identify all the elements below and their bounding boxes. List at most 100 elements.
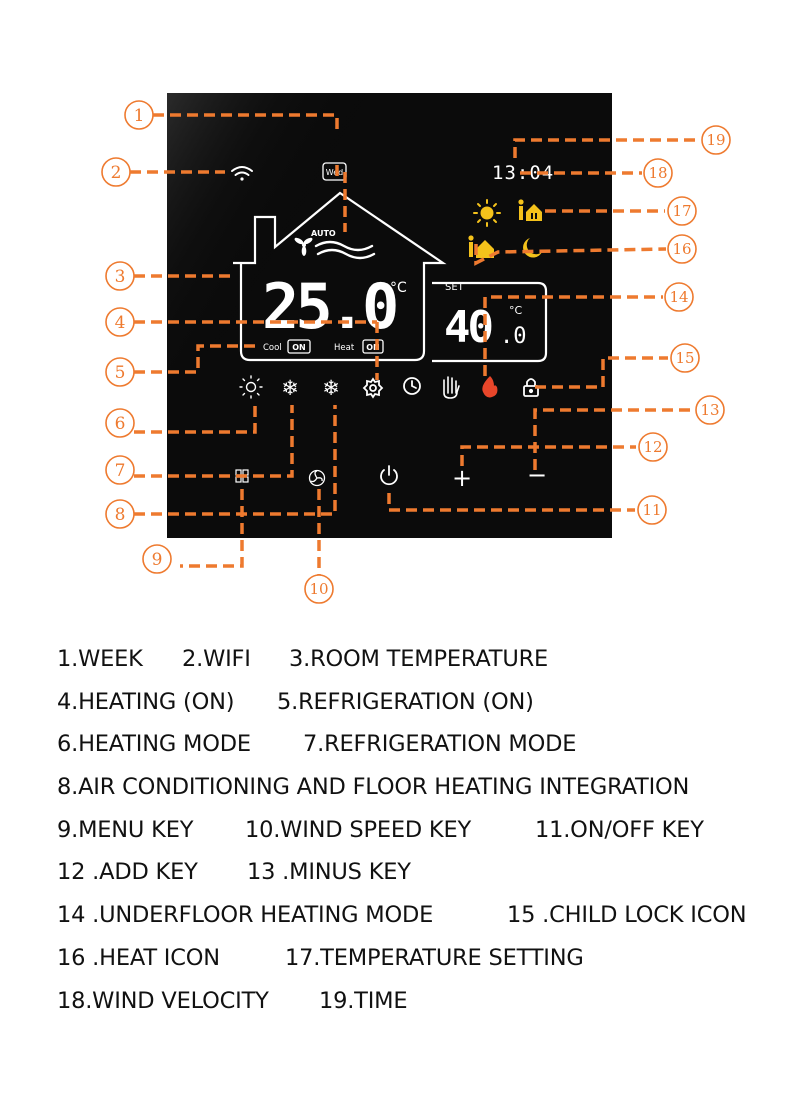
callout-15: 15 [670,343,700,373]
svg-text:4: 4 [115,313,126,333]
legend-row-8: 16 .HEAT ICON 17.TEMPERATURE SETTING [57,937,787,980]
mode-label: AUTO [311,229,336,238]
room-temp-unit: °C [390,280,407,296]
svg-text:6: 6 [115,414,126,434]
legend-item: 16 .HEAT ICON [57,944,220,971]
svg-text:18: 18 [648,164,667,182]
legend-item: 8.AIR CONDITIONING AND FLOOR HEATING INT… [57,774,690,801]
legend-item: 13 .MINUS KEY [247,859,411,886]
house-outline [233,191,447,362]
legend-item: 14 .UNDERFLOOR HEATING MODE [57,902,434,929]
hand-icon[interactable] [443,376,460,399]
callout-19: 19 [701,125,731,155]
clock-icon[interactable] [403,377,421,395]
svg-text:15: 15 [675,349,694,367]
legend-item: 17.TEMPERATURE SETTING [285,944,584,971]
callout-7: 7 [105,455,135,485]
svg-text:1: 1 [134,106,145,126]
legend-row-6: 12 .ADD KEY 13 .MINUS KEY [57,851,787,894]
sun-icon [473,199,501,227]
snowflake-icon[interactable]: ❄ [281,376,299,400]
legend-row-7: 14 .UNDERFLOOR HEATING MODE 15 .CHILD LOC… [57,894,787,937]
leader-lines [130,113,700,575]
legend-item: 12 .ADD KEY [57,859,198,886]
set-label: SET [445,282,465,293]
callout-3: 3 [105,261,135,291]
legend-item: 4.HEATING (ON) [57,688,235,715]
callout-17: 17 [667,196,697,226]
thermostat-diagram: Wed 13:04 AUTO 25.0 °C Cool ON Heat ON S… [101,93,731,604]
svg-text:16: 16 [672,240,691,258]
legend-item: 10.WIND SPEED KEY [245,816,472,843]
callout-5: 5 [105,357,135,387]
person-out-icon [468,235,494,258]
svg-text:7: 7 [115,461,126,481]
cool-state: ON [292,343,306,352]
callout-18: 18 [643,158,673,188]
callout-markers: 1 2 3 4 5 6 7 8 9 10 11 12 13 14 15 16 1… [101,100,731,604]
heat-label: Heat [334,343,355,353]
svg-text:8: 8 [115,505,126,525]
wind-speed-key[interactable] [308,469,326,487]
legend-item: 1.WEEK [57,646,143,672]
lock-icon[interactable] [523,378,539,397]
wind-velocity-icon [314,240,376,260]
snowflake-icon-alt[interactable]: ❄ [322,376,340,400]
add-key[interactable]: + [452,464,472,492]
set-temperature: 40 [444,302,491,353]
legend-item: 11.ON/OFF KEY [535,816,704,843]
fan-speed-icon [294,237,313,256]
legend-row-1: 1.WEEK 2.WIFI 3.ROOM TEMPERATURE [57,638,787,681]
wifi-icon [231,166,253,181]
callout-16: 16 [667,234,697,264]
legend-item: 9.MENU KEY [57,816,194,843]
callout-12: 12 [638,432,668,462]
minus-key[interactable]: − [527,461,547,489]
legend-row-9: 18.WIND VELOCITY 19.TIME [57,980,787,1023]
gear-icon[interactable] [362,377,384,399]
svg-text:14: 14 [669,288,688,306]
callout-6: 6 [105,408,135,438]
legend-item: 19.TIME [319,987,408,1014]
week-day: Wed [326,168,343,177]
svg-text:11: 11 [642,501,661,519]
legend: 1.WEEK 2.WIFI 3.ROOM TEMPERATURE 4.HEATING… [57,638,787,1022]
heat-state: ON [366,343,380,352]
callout-4: 4 [105,307,135,337]
svg-text:19: 19 [706,131,725,149]
svg-text:10: 10 [309,580,328,598]
svg-text:2: 2 [111,163,122,183]
callout-13: 13 [695,395,725,425]
callout-10: 10 [304,574,334,604]
svg-text:17: 17 [672,202,691,220]
legend-item: 3.ROOM TEMPERATURE [289,646,549,672]
legend-item: 6.HEATING MODE [57,731,251,758]
set-temp-decimal: .0 [500,324,527,349]
svg-text:13: 13 [700,401,719,419]
set-temp-box [432,281,548,363]
sun-brightness-icon[interactable] [239,375,263,399]
legend-item: 5.REFRIGERATION (ON) [277,688,534,715]
callout-8: 8 [105,499,135,529]
cool-label: Cool [263,343,282,353]
callout-9: 9 [142,544,172,574]
legend-row-5: 9.MENU KEY 10.WIND SPEED KEY 11.ON/OFF KEY [57,809,787,852]
svg-text:12: 12 [643,438,662,456]
legend-item: 15 .CHILD LOCK ICON [507,902,747,929]
legend-row-4: 8.AIR CONDITIONING AND FLOOR HEATING INT… [57,766,787,809]
callout-11: 11 [637,495,667,525]
svg-text:5: 5 [115,363,126,383]
callout-2: 2 [101,157,131,187]
power-key[interactable] [380,465,398,486]
flame-icon [482,376,498,398]
person-home-icon [518,199,542,221]
set-temp-unit: °C [509,304,523,317]
callout-1: 1 [124,100,154,130]
svg-text:3: 3 [115,267,126,287]
legend-item: 2.WIFI [182,646,251,672]
svg-text:9: 9 [152,550,163,570]
legend-item: 18.WIND VELOCITY [57,987,269,1014]
callout-14: 14 [664,282,694,312]
week-indicator: Wed [322,162,347,181]
